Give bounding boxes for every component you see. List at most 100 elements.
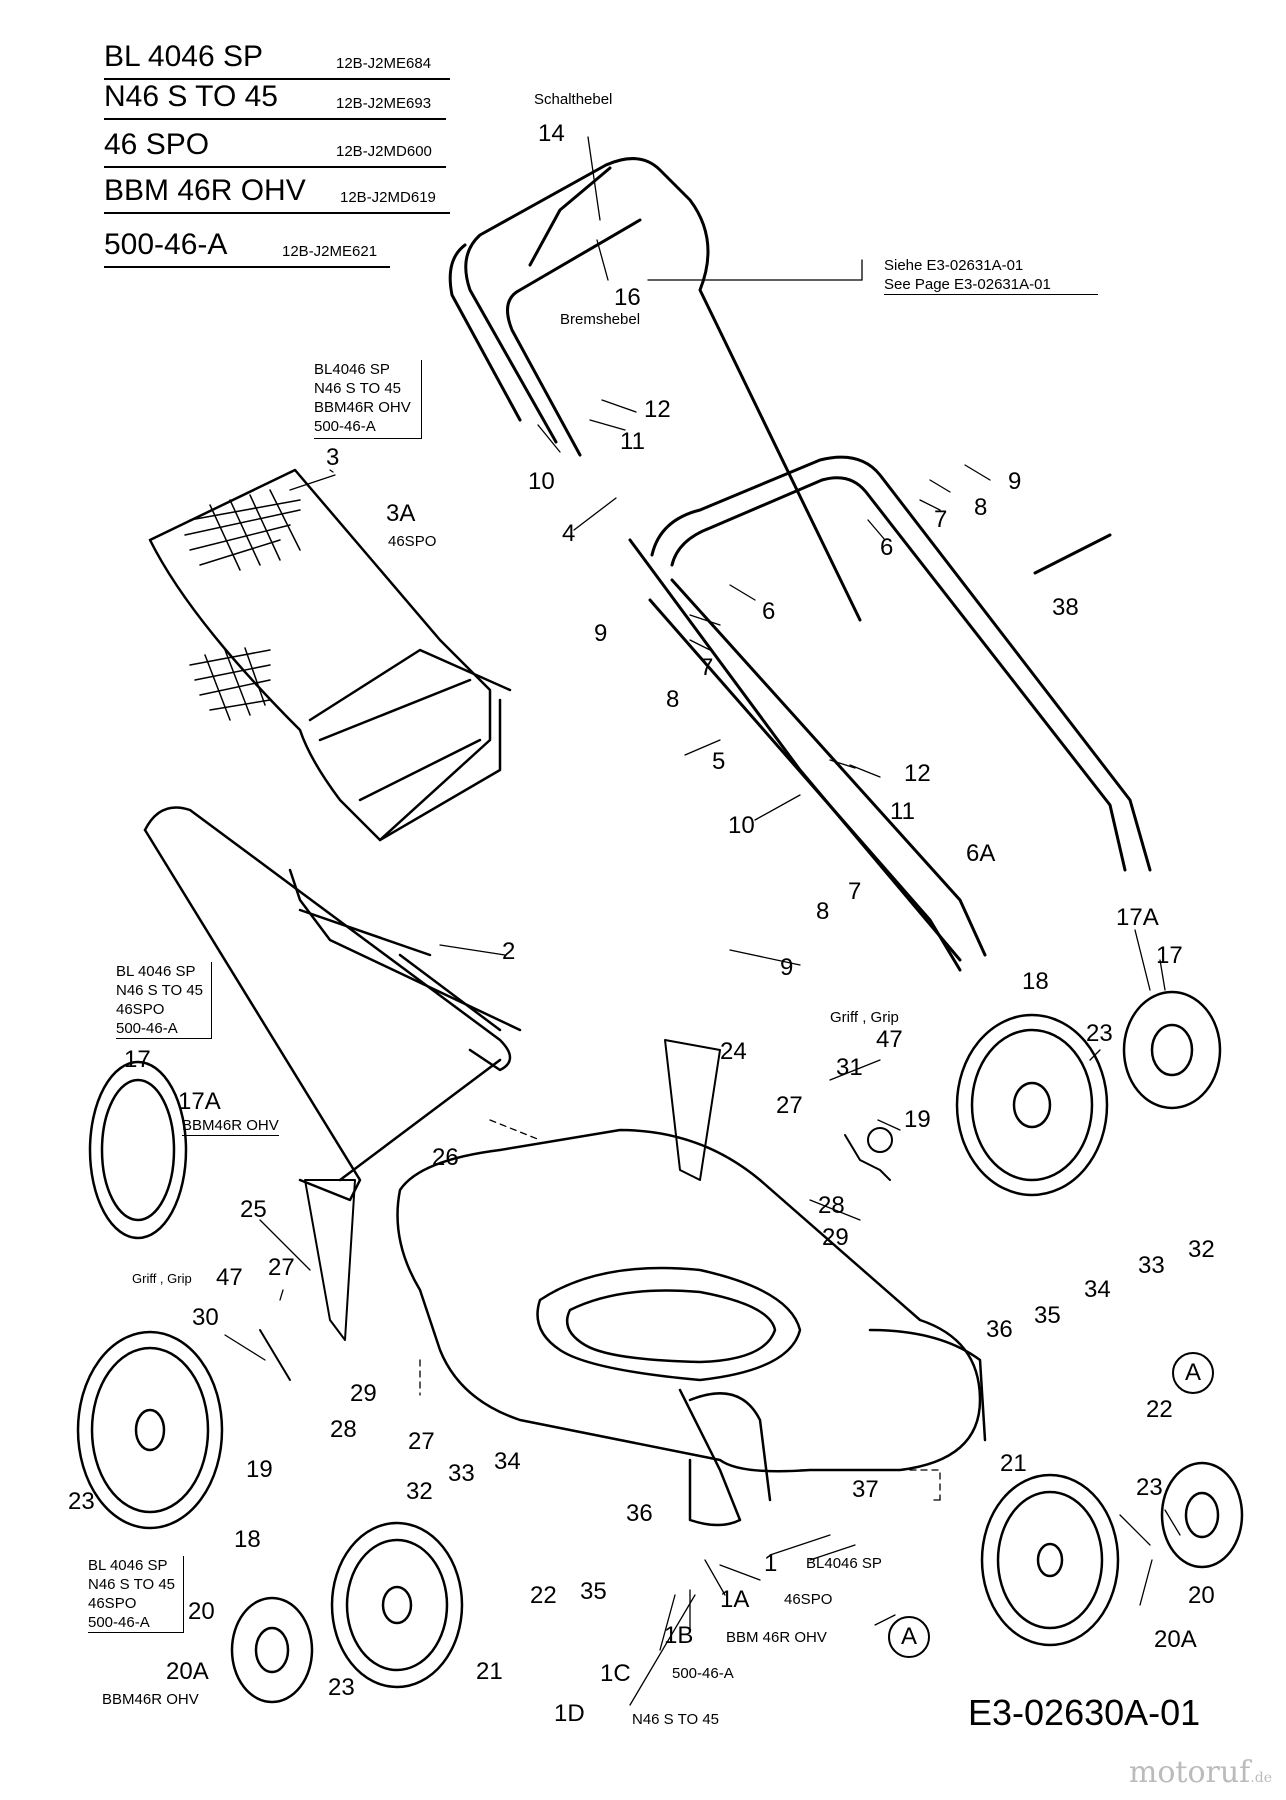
- part-number: 19: [246, 1456, 273, 1483]
- part-number: 4: [562, 520, 576, 547]
- lower-handle: [628, 455, 1152, 972]
- part-number: 8: [816, 898, 830, 925]
- part-number: 16: [614, 284, 641, 311]
- watermark-tld: .de: [1250, 1770, 1272, 1786]
- part-number: 34: [494, 1448, 521, 1475]
- note-line: 46SPO: [88, 1595, 137, 1612]
- note-line: N46 S TO 45: [314, 380, 401, 397]
- part-number: 18: [234, 1526, 261, 1553]
- model-row-1: BL 4046 SP 12B-J2ME684: [104, 40, 450, 80]
- part-number: 32: [1188, 1236, 1215, 1263]
- mower-deck: [396, 1128, 987, 1527]
- model-code: 12B-J2MD619: [340, 189, 436, 206]
- part-number: 20: [1188, 1582, 1215, 1609]
- part-number: 33: [448, 1460, 475, 1487]
- grass-bag: [148, 468, 512, 842]
- part-number: 23: [1086, 1020, 1113, 1047]
- hubcap-rear-right: [1122, 990, 1222, 1110]
- part-number: 6A: [966, 840, 996, 867]
- see-page-de: Siehe E3-02631A-01: [884, 257, 1024, 274]
- part-number: 22: [530, 1582, 557, 1609]
- height-adjuster-left: [259, 1179, 356, 1381]
- front-wheel-models-note: BL 4046 SP N46 S TO 45 46SPO 500-46-A: [88, 1556, 184, 1633]
- part-number: 12: [904, 760, 931, 787]
- part-number: 23: [68, 1488, 95, 1515]
- hubcap-models-note: BL 4046 SP N46 S TO 45 46SPO 500-46-A: [116, 962, 212, 1039]
- part-number: 29: [822, 1224, 849, 1251]
- part-number: 5: [712, 748, 726, 775]
- part-number: 11: [890, 798, 915, 825]
- note-line: N46 S TO 45: [116, 982, 203, 999]
- part-number: 3A: [386, 500, 416, 527]
- note-line: BL 4046 SP: [116, 963, 196, 980]
- part-number: 25: [240, 1196, 267, 1223]
- part-number: 36: [626, 1500, 653, 1527]
- hubcap-front-right: [1160, 1461, 1244, 1569]
- upper-handle: [448, 157, 862, 622]
- part-number: 27: [776, 1092, 803, 1119]
- part-number: 9: [780, 954, 794, 981]
- part-number: A: [888, 1616, 930, 1658]
- sp46-label: 46SPO: [388, 533, 437, 550]
- model-row-5: 500-46-A 12B-J2ME621: [104, 228, 390, 268]
- part-number: A: [1172, 1352, 1214, 1394]
- griff-grip-right-label: Griff , Grip: [830, 1009, 899, 1026]
- deck-1-model: BL4046 SP: [806, 1555, 882, 1572]
- griff-grip-left-label: Griff , Grip: [132, 1271, 192, 1286]
- part-number: 29: [350, 1380, 377, 1407]
- part-number: 17A: [1116, 904, 1159, 931]
- part-number: 8: [666, 686, 680, 713]
- part-number: 9: [594, 620, 608, 647]
- part-number: 19: [904, 1106, 931, 1133]
- dashed-guides: [419, 1119, 941, 1521]
- part-number: 3: [326, 444, 340, 471]
- part-number: 10: [728, 812, 755, 839]
- part-number: 23: [328, 1674, 355, 1701]
- document-number: E3-02630A-01: [968, 1692, 1201, 1733]
- part-number: 9: [1008, 468, 1022, 495]
- part-number: 34: [1084, 1276, 1111, 1303]
- part-number: 6: [762, 598, 776, 625]
- model-underline: [104, 266, 390, 268]
- model-name: N46 S TO 45: [104, 80, 278, 113]
- model-row-2: N46 S TO 45 12B-J2ME693: [104, 80, 446, 120]
- wheel-rear-right: [955, 1013, 1109, 1197]
- part-number: 6: [880, 534, 894, 561]
- deck-1b-model: BBM 46R OHV: [726, 1629, 827, 1646]
- part-number: 1: [764, 1550, 778, 1577]
- part-number: 26: [432, 1144, 459, 1171]
- schalthebel-label: Schalthebel: [534, 91, 613, 108]
- bbm-20a-label: BBM46R OHV: [102, 1691, 199, 1708]
- wheel-front-right: [980, 1473, 1120, 1647]
- model-underline: [104, 78, 450, 80]
- watermark-logo: motoruf.de: [1129, 1755, 1272, 1790]
- part-number: 14: [538, 120, 565, 147]
- model-row-3: 46 SPO 12B-J2MD600: [104, 128, 446, 168]
- leader-lines: [224, 136, 1181, 1706]
- part-number: 1B: [664, 1622, 694, 1649]
- part-number: 20A: [1154, 1626, 1197, 1653]
- part-number: 24: [720, 1038, 747, 1065]
- part-number: 12: [644, 396, 671, 423]
- part-number: 35: [580, 1578, 607, 1605]
- bag-models-note: BL4046 SP N46 S TO 45 BBM46R OHV 500-46-…: [314, 360, 422, 439]
- model-code: 12B-J2ME621: [282, 243, 378, 260]
- part-number: 8: [974, 494, 988, 521]
- hubcap-front-left: [230, 1596, 314, 1704]
- see-page-note: Siehe E3-02631A-01 See Page E3-02631A-01: [884, 256, 1098, 295]
- part-number: 31: [836, 1054, 863, 1081]
- model-code: 12B-J2ME693: [336, 95, 432, 112]
- part-number: 27: [408, 1428, 435, 1455]
- part-number: 10: [528, 468, 555, 495]
- part-number: 21: [476, 1658, 503, 1685]
- part-number: 47: [876, 1026, 903, 1053]
- note-line: BL4046 SP: [314, 361, 390, 378]
- see-page-en: See Page E3-02631A-01: [884, 276, 1051, 293]
- model-underline: [104, 166, 446, 168]
- part-number: 17A: [178, 1088, 221, 1115]
- hubcap-left: [88, 1060, 188, 1240]
- note-line: N46 S TO 45: [88, 1576, 175, 1593]
- part-number: 22: [1146, 1396, 1173, 1423]
- part-number: 20A: [166, 1658, 209, 1685]
- part-number: 32: [406, 1478, 433, 1505]
